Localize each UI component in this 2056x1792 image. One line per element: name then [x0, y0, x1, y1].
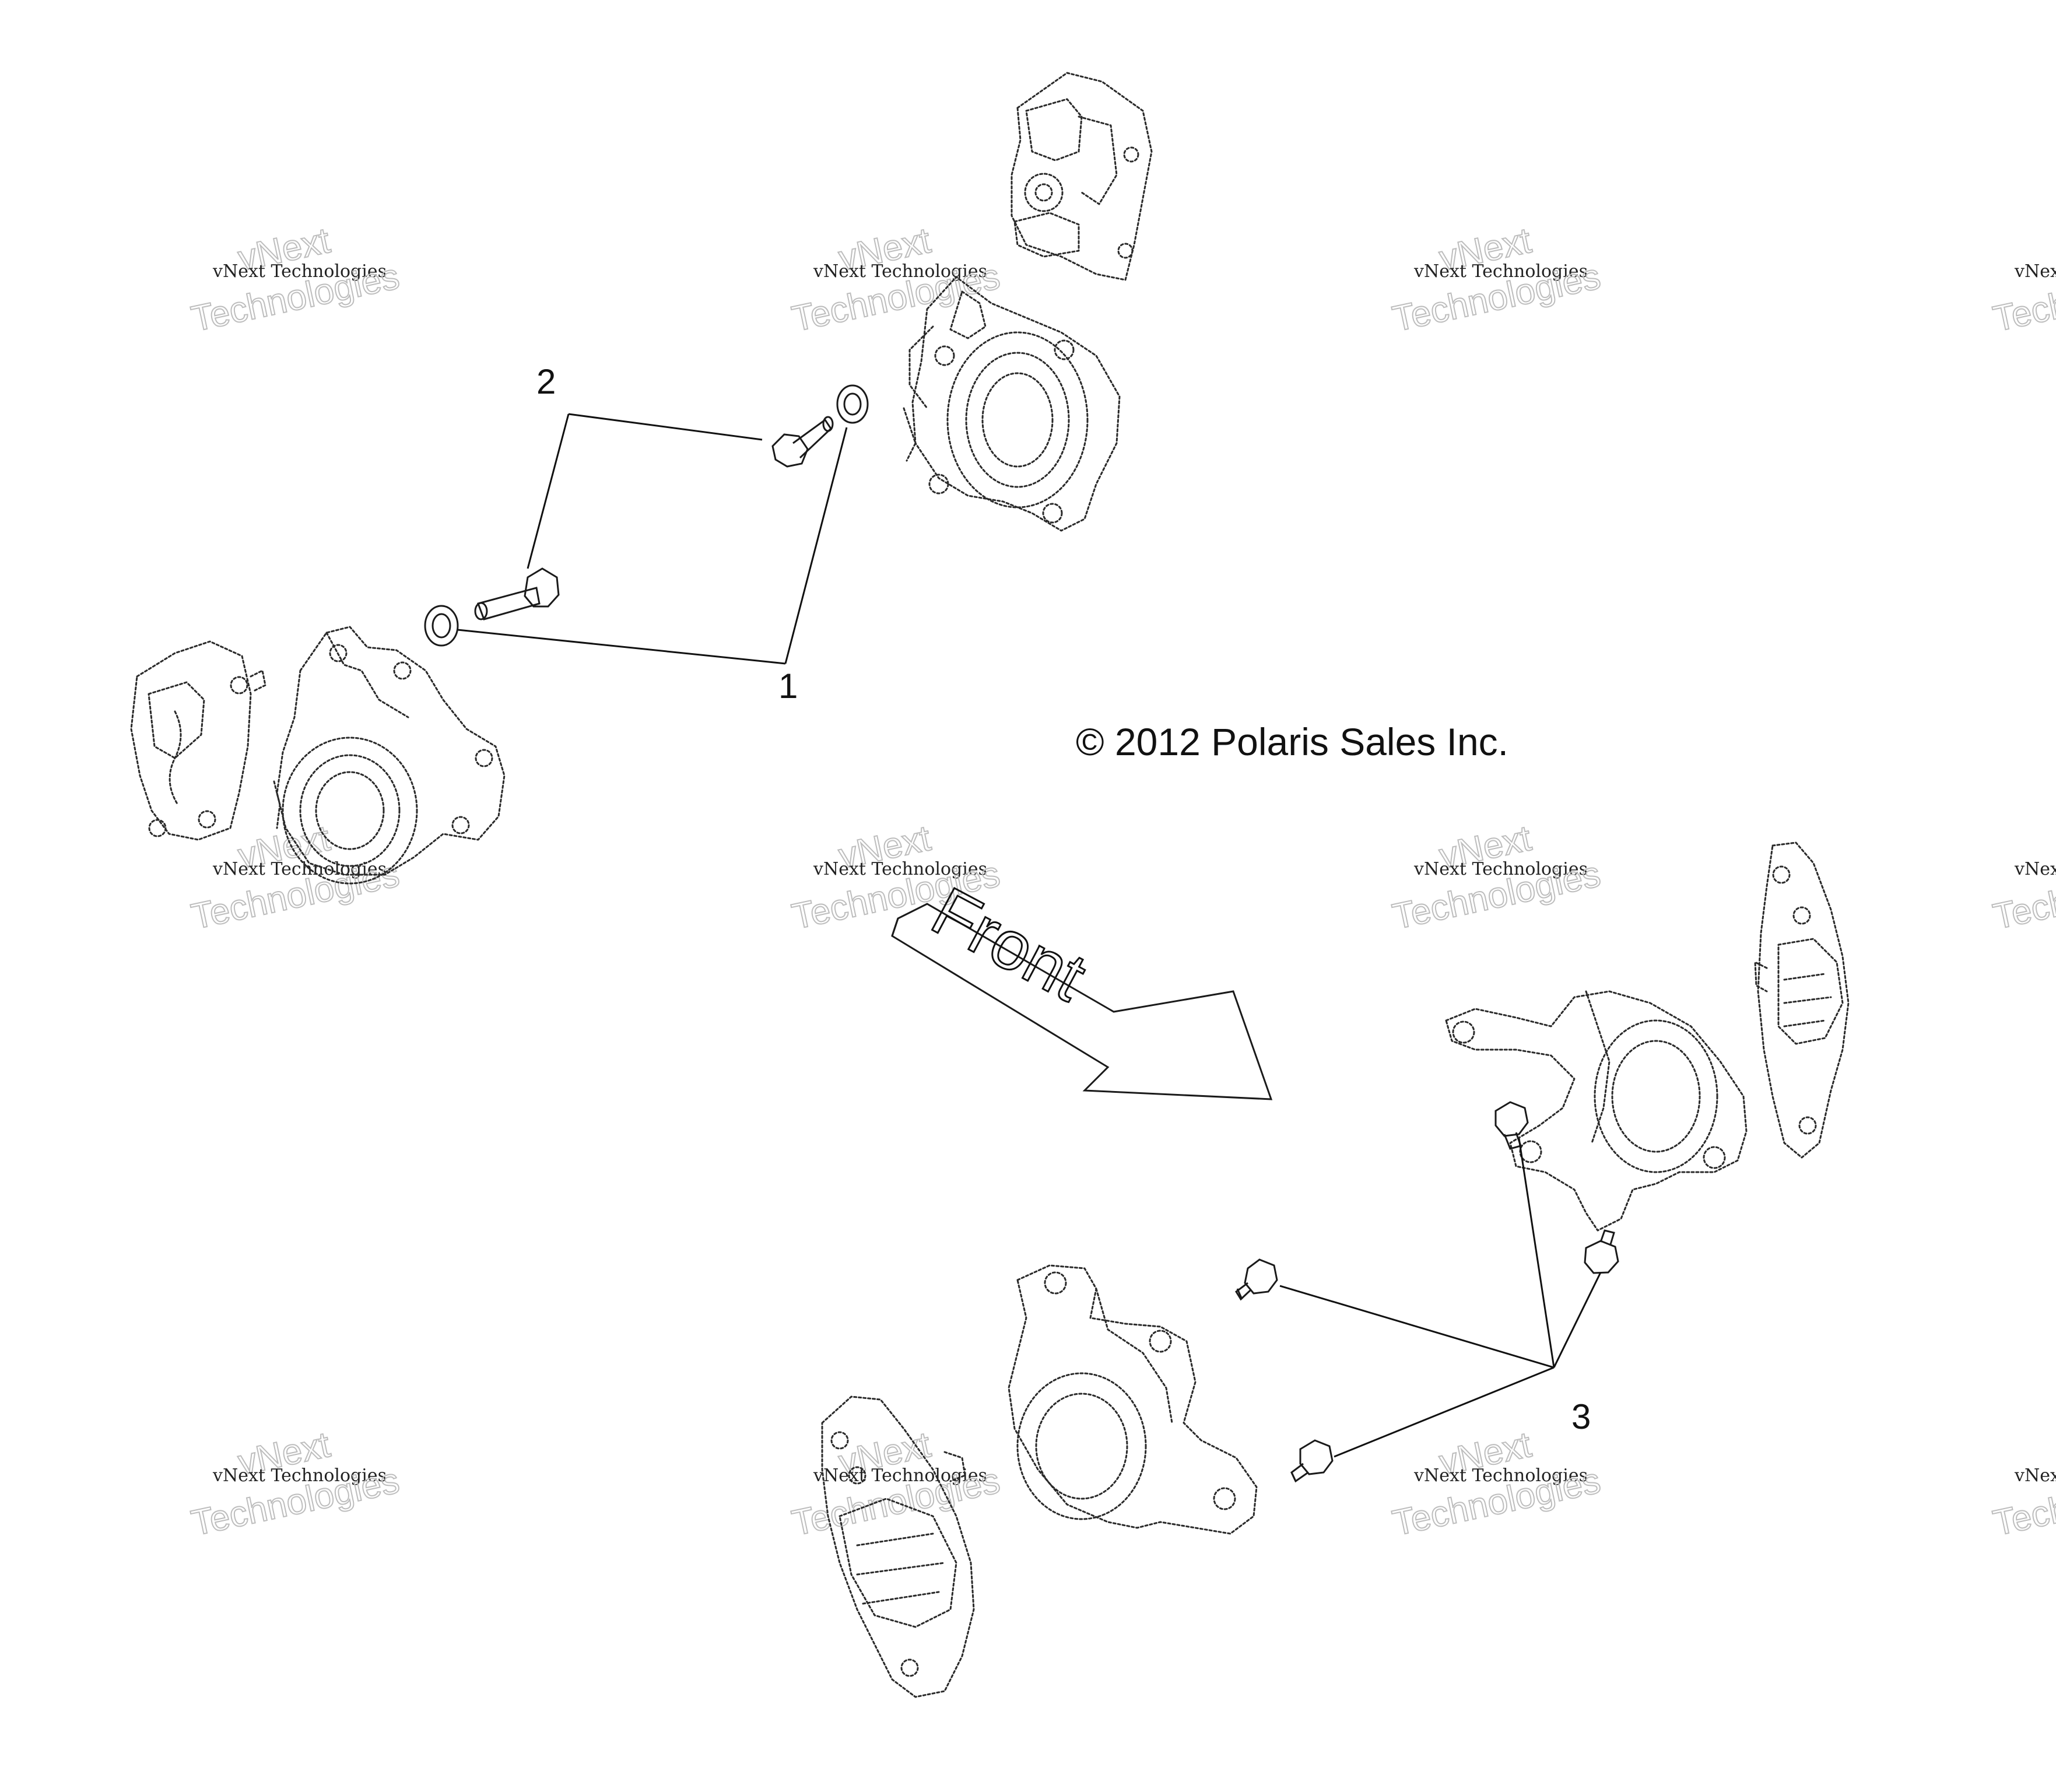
front-knuckle-right-icon — [1445, 990, 1748, 1232]
watermark: vNext Technologies Technologies — [1989, 853, 2056, 938]
bolt-icon — [474, 567, 560, 620]
front-arrow-label: Front — [920, 872, 1098, 1016]
svg-text:vNext Technologies: vNext Technologies — [2014, 859, 2056, 879]
watermark: vNext Technologies Technologies — [1989, 255, 2056, 340]
rear-hub-carrier-left-icon — [273, 626, 506, 885]
watermark: vNext vNext Technologies Technologies — [187, 818, 403, 938]
svg-text:vNext Technologies: vNext Technologies — [1413, 1465, 1588, 1486]
front-direction-arrow: Front — [891, 872, 1273, 1100]
svg-text:vNext Technologies: vNext Technologies — [813, 859, 987, 879]
watermark: vNext vNext Technologies Technologies — [1388, 220, 1604, 340]
leader-lines-upper — [457, 413, 848, 665]
svg-text:vNext Technologies: vNext Technologies — [1413, 859, 1588, 879]
rear-caliper-left-icon — [130, 640, 266, 841]
washer-icon — [424, 605, 459, 647]
watermark-layer: vNext vNext Technologies Technologies vN… — [187, 220, 2056, 1544]
rear-caliper-right-icon — [1011, 72, 1153, 281]
callout-2: 2 — [536, 362, 556, 401]
flange-bolt-icon — [1290, 1439, 1334, 1483]
watermark: vNext vNext Technologies Technologies — [1388, 818, 1604, 938]
callout-3: 3 — [1571, 1397, 1591, 1436]
flange-bolt-icon — [1584, 1229, 1619, 1274]
watermark: vNext vNext Technologies Technologies — [788, 1424, 1004, 1544]
bolt-icon — [771, 416, 834, 468]
svg-text:vNext Technologies: vNext Technologies — [212, 1465, 387, 1486]
watermark: vNext vNext Technologies Technologies — [1388, 1424, 1604, 1544]
watermark: vNext vNext Technologies Technologies — [187, 220, 403, 340]
front-caliper-left-icon — [821, 1395, 975, 1698]
watermark: vNext vNext Technologies Technologies — [788, 220, 1004, 340]
rear-hub-carrier-right-icon — [903, 276, 1121, 532]
watermark: vNext vNext Technologies Technologies — [187, 1424, 403, 1544]
svg-text:vNext Technologies: vNext Technologies — [813, 1465, 987, 1486]
watermark: vNext Technologies Technologies — [1989, 1460, 2056, 1544]
callout-1: 1 — [778, 667, 798, 706]
washer-icon — [836, 384, 869, 424]
svg-text:vNext Technologies: vNext Technologies — [2014, 1465, 2056, 1486]
leader-lines-lower — [1279, 1138, 1602, 1458]
copyright-notice: © 2012 Polaris Sales Inc. — [1076, 720, 1508, 763]
front-knuckle-left-icon — [1008, 1264, 1258, 1535]
flange-bolt-icon — [1235, 1258, 1278, 1301]
svg-text:vNext Technologies: vNext Technologies — [212, 261, 387, 282]
svg-text:vNext Technologies: vNext Technologies — [212, 859, 387, 879]
svg-text:vNext Technologies: vNext Technologies — [2014, 261, 2056, 282]
svg-text:vNext Technologies: vNext Technologies — [1413, 261, 1588, 282]
svg-text:vNext Technologies: vNext Technologies — [813, 261, 987, 282]
front-caliper-right-icon — [1754, 841, 1850, 1159]
